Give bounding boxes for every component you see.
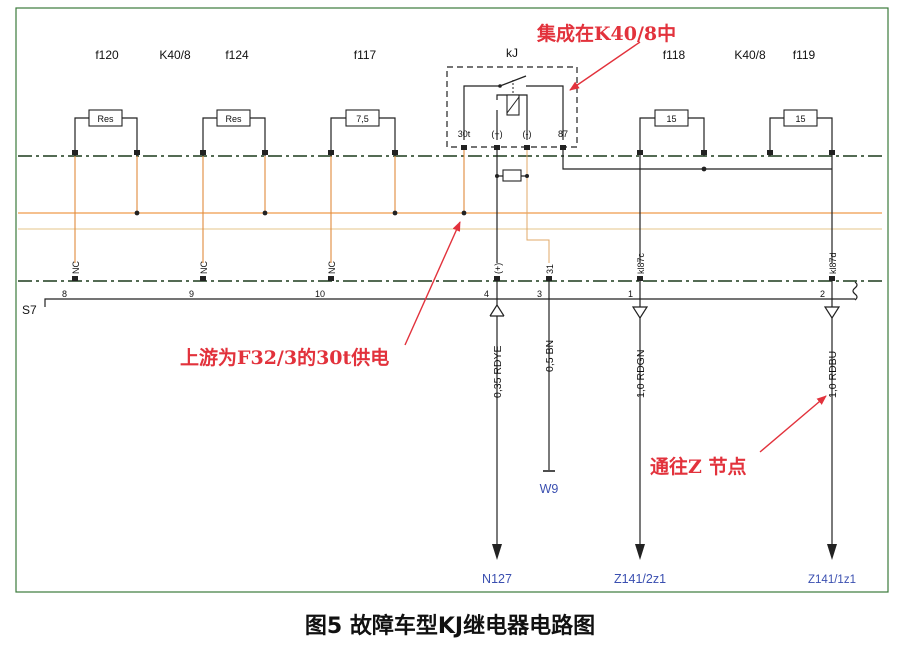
relay-pin-87: 87 bbox=[558, 129, 568, 139]
relay-kj-box bbox=[446, 66, 578, 148]
module-label-k40-right: K40/8 bbox=[734, 48, 766, 62]
fuse-f118: 15 bbox=[637, 109, 707, 156]
relay-pin-plus: (+) bbox=[491, 129, 502, 139]
fuse-f120: Res bbox=[72, 109, 140, 156]
fuse-label-f124: f124 bbox=[225, 48, 249, 62]
connector-pin-4: 4 bbox=[484, 289, 489, 299]
black-wires bbox=[495, 150, 833, 263]
pin-31: 31 bbox=[545, 264, 555, 274]
target-n127: N127 bbox=[482, 572, 512, 586]
fuse-f124: Res bbox=[200, 109, 268, 156]
module-label-k40-left: K40/8 bbox=[159, 48, 191, 62]
fuse-f119: 15 bbox=[767, 109, 835, 156]
wire-label-rdye: 0,35 RDYE bbox=[492, 345, 504, 398]
fuse-f119-value: 15 bbox=[795, 114, 805, 124]
connector-s7-line bbox=[44, 298, 855, 307]
wire-label-rdbu: 1,0 RDBU bbox=[827, 351, 839, 398]
connector-s7-end bbox=[852, 281, 858, 301]
connector-pin-10: 10 bbox=[315, 289, 325, 299]
fuse-label-f119: f119 bbox=[793, 48, 816, 62]
external-wires bbox=[489, 281, 841, 560]
annotation-upstream: 上游为F32/3的30t供电 bbox=[180, 346, 389, 369]
target-w9: W9 bbox=[540, 482, 559, 496]
annotation-to-node: 通往Z 节点 bbox=[650, 455, 747, 478]
connector-pin-9: 9 bbox=[189, 289, 194, 299]
relay-pin-minus: (-) bbox=[523, 129, 532, 139]
connector-pin-3: 3 bbox=[537, 289, 542, 299]
relay-label-kj: kJ bbox=[506, 46, 518, 60]
pin-nc-3: NC bbox=[327, 261, 337, 274]
wire-label-bn: 0,5 BN bbox=[544, 340, 556, 372]
pin-nc-2: NC bbox=[199, 261, 209, 274]
annotation-arrow-to-node bbox=[759, 395, 827, 453]
junction-dots bbox=[134, 166, 707, 216]
fuse-label-f120: f120 bbox=[95, 48, 119, 62]
wire-label-rdgn: 1,0 RDGN bbox=[635, 350, 647, 398]
pin-plus-lower: (+) bbox=[493, 263, 503, 274]
fuse-label-f118: f118 bbox=[663, 48, 686, 62]
fuse-f117-value: 7,5 bbox=[356, 114, 369, 124]
connector-pin-1: 1 bbox=[628, 289, 633, 299]
pin-nc-1: NC bbox=[71, 261, 81, 274]
figure-caption: 图5 故障车型KJ继电器电路图 bbox=[305, 613, 595, 639]
fuse-f117: 7,5 bbox=[328, 109, 398, 156]
annotation-integrated-k40: 集成在K40/8中 bbox=[536, 22, 676, 45]
fuse-f118-value: 15 bbox=[666, 114, 676, 124]
target-z141-2z1: Z141/2z1 bbox=[614, 572, 666, 586]
orange-wires bbox=[74, 150, 550, 263]
relay-kj: 30t (+) (-) 87 bbox=[458, 75, 568, 150]
target-z141-1z1: Z141/1z1 bbox=[808, 574, 856, 586]
connector-pin-8: 8 bbox=[62, 289, 67, 299]
connector-pin-2: 2 bbox=[820, 289, 825, 299]
diagram-frame bbox=[15, 7, 889, 593]
connector-pins bbox=[72, 276, 835, 281]
annotation-arrow-upstream bbox=[404, 221, 461, 346]
annotation-arrow-integrated bbox=[569, 41, 641, 91]
pin-kl87c: kl87c bbox=[636, 252, 646, 274]
fuse-f124-value: Res bbox=[225, 114, 242, 124]
fuse-label-f117: f117 bbox=[354, 48, 377, 62]
pin-kl87d: kl87d bbox=[828, 252, 838, 274]
relay-pin-30t: 30t bbox=[458, 129, 471, 139]
connector-s7-label: S7 bbox=[22, 303, 37, 317]
fuse-f120-value: Res bbox=[97, 114, 114, 124]
